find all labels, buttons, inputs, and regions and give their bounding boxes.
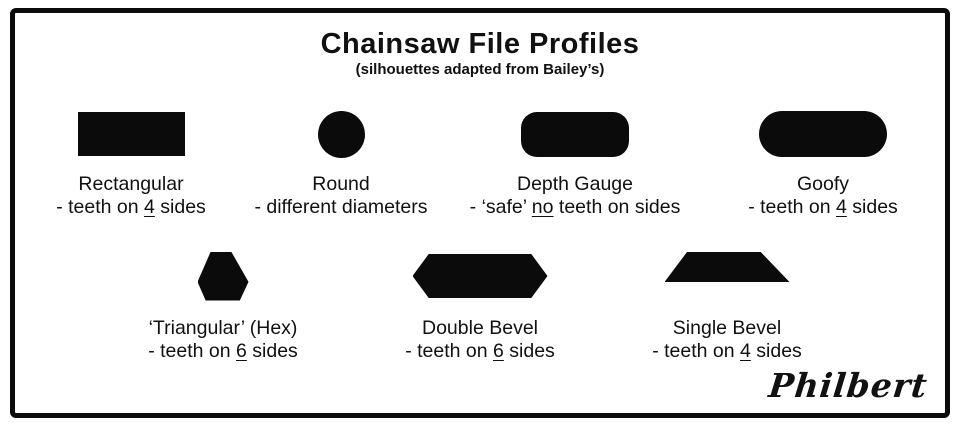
profile-description: - different diameters xyxy=(254,196,428,218)
single-bevel-profile-shape xyxy=(664,252,790,282)
profile-description: - teeth on 6 sides xyxy=(405,340,555,362)
round-profile-shape xyxy=(317,110,365,158)
diagram-title: Chainsaw File Profiles xyxy=(320,28,640,60)
diagram-border-frame xyxy=(10,8,950,418)
profile-description: - teeth on 6 sides xyxy=(148,340,298,362)
depth-gauge-profile-shape xyxy=(521,111,629,157)
profile-card-rectangular: Rectangular - teeth on 4 sides xyxy=(6,108,256,219)
diagram-subtitle: (silhouettes adapted from Bailey’s) xyxy=(355,61,605,78)
rectangular-profile-shape xyxy=(77,112,185,156)
goofy-profile-shape xyxy=(759,111,887,157)
profile-description: - ‘safe’ no teeth on sides xyxy=(469,196,681,218)
profile-card-double-bevel: Double Bevel - teeth on 6 sides xyxy=(355,248,605,363)
profile-name: Depth Gauge xyxy=(516,173,633,195)
profile-card-depth-gauge: Depth Gauge - ‘safe’ no teeth on sides xyxy=(450,108,700,219)
profile-description: - teeth on 4 sides xyxy=(56,196,206,218)
profile-card-round: Round - different diameters xyxy=(216,108,466,219)
profile-name: Rectangular xyxy=(78,173,184,195)
double-bevel-profile-shape xyxy=(412,254,548,298)
profile-card-goofy: Goofy - teeth on 4 sides xyxy=(698,108,948,219)
profile-name: Double Bevel xyxy=(422,317,538,339)
profile-name: Goofy xyxy=(796,173,850,195)
profile-description: - teeth on 4 sides xyxy=(748,196,898,218)
profile-description: - teeth on 4 sides xyxy=(652,340,802,362)
profile-card-single-bevel: Single Bevel - teeth on 4 sides xyxy=(602,248,852,363)
profile-name: ‘Triangular’ (Hex) xyxy=(148,317,298,339)
profile-card-triangular-hex: ‘Triangular’ (Hex) - teeth on 6 sides xyxy=(98,248,348,363)
author-signature: Philbert xyxy=(767,366,931,405)
profile-name: Round xyxy=(312,173,370,195)
profile-name: Single Bevel xyxy=(672,317,782,339)
triangular-hex-profile-shape xyxy=(197,251,249,301)
